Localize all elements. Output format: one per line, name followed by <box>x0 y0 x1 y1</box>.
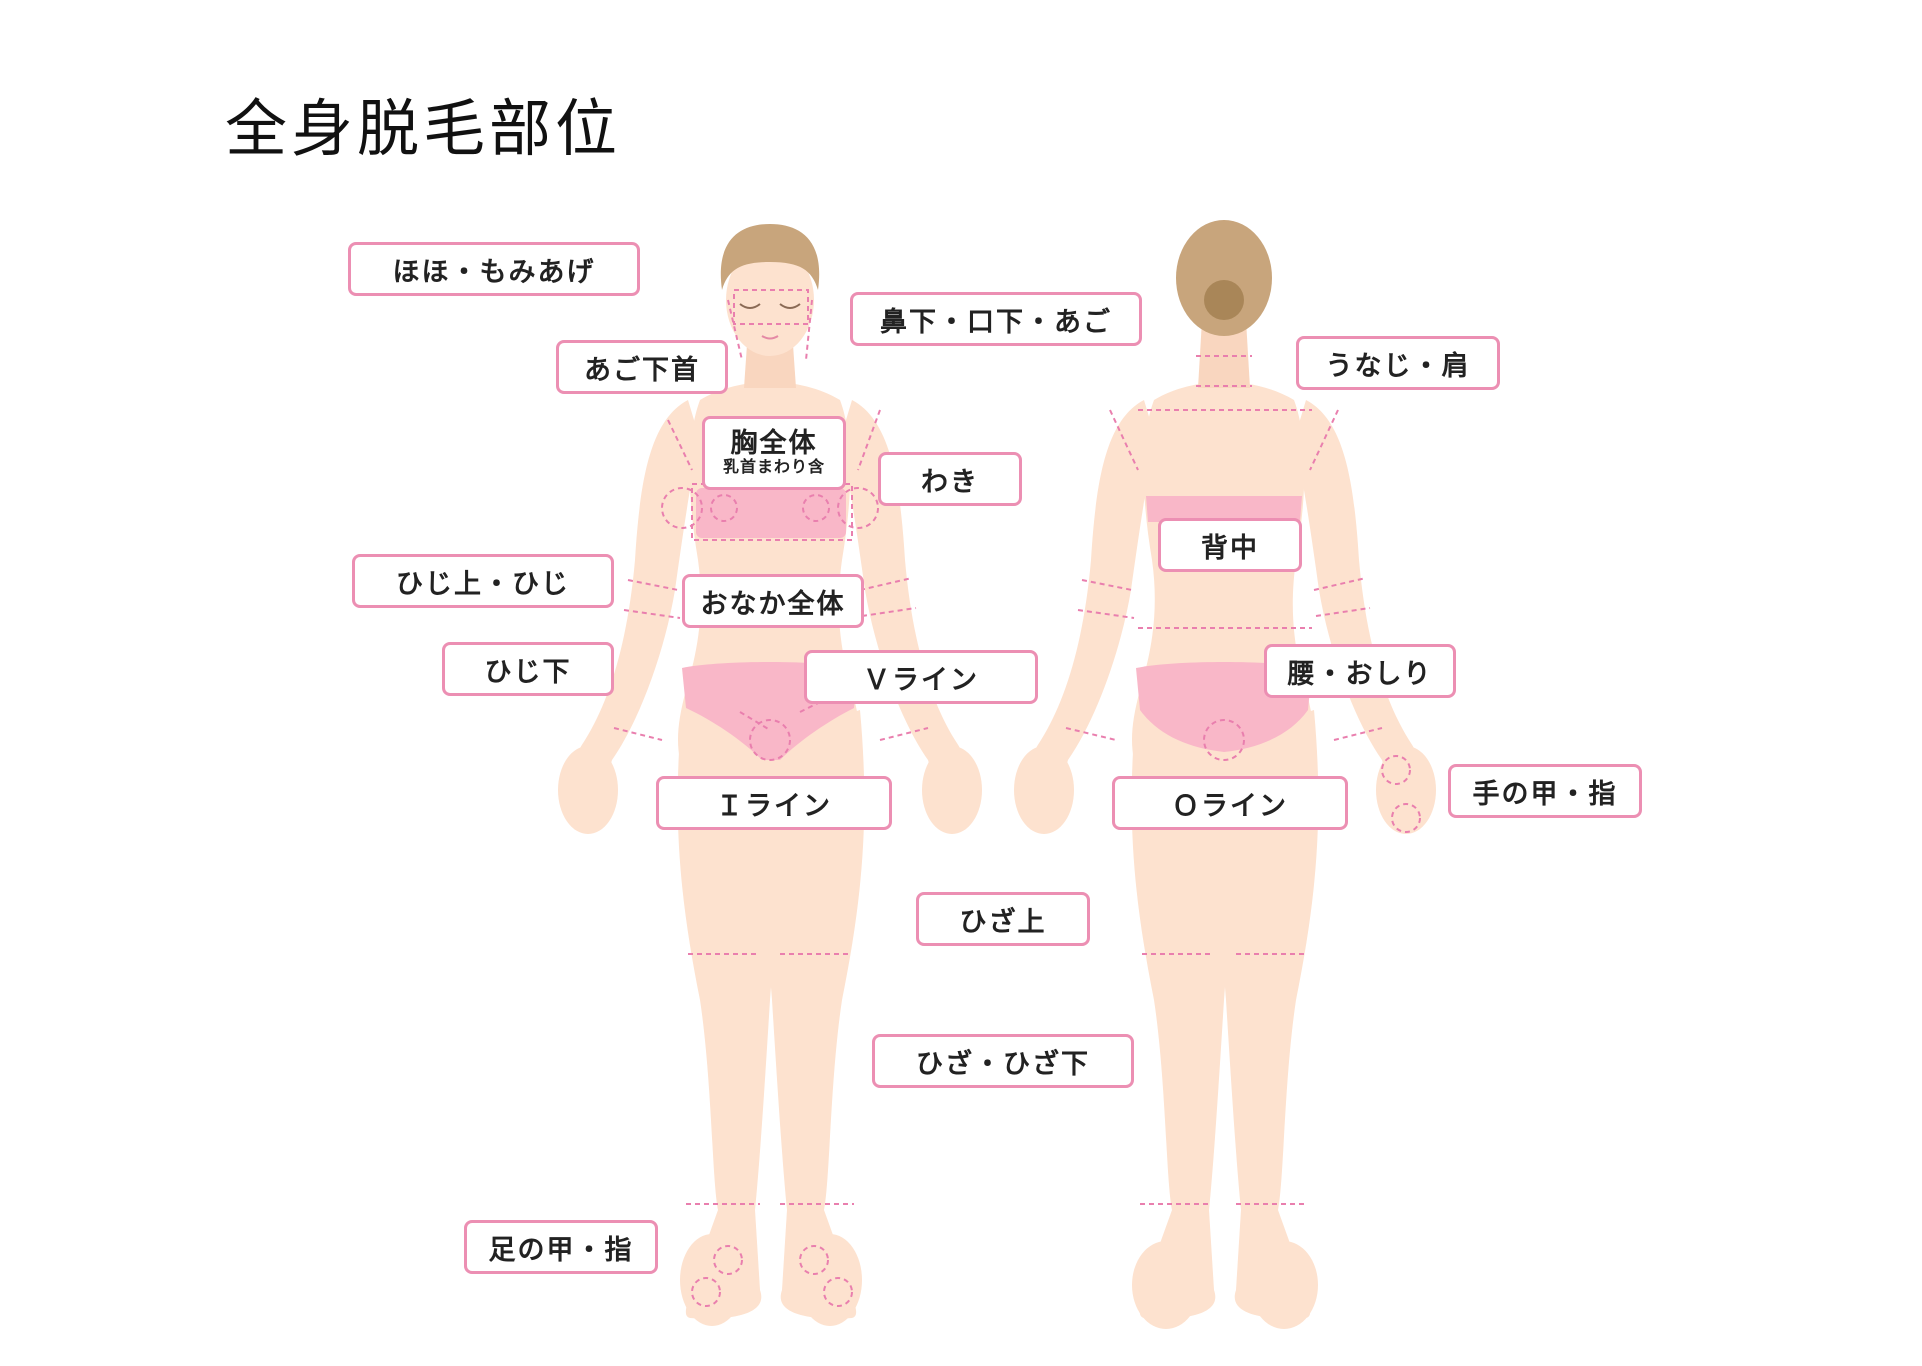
guide-hand-1 <box>1381 755 1411 785</box>
back-right-arm <box>1294 400 1428 830</box>
front-right-arm <box>840 400 974 830</box>
back-right-hand <box>1376 746 1436 834</box>
page-title: 全身脱毛部位 <box>225 92 622 165</box>
back-neck <box>1198 320 1250 388</box>
label-armpit: わき <box>878 452 1022 506</box>
label-i-line: Ｉライン <box>656 776 892 830</box>
front-face <box>726 244 814 356</box>
label-belly: おなか全体 <box>682 574 864 628</box>
back-right-leg <box>1218 710 1319 1319</box>
label-knee-below: ひざ・ひざ下 <box>872 1034 1134 1088</box>
back-left-hand <box>1014 746 1074 834</box>
front-left-eye <box>739 303 761 309</box>
back-bra-strap <box>1146 496 1302 522</box>
front-right-eye <box>779 303 801 309</box>
front-mouth <box>761 335 779 340</box>
label-nape-shoulder: うなじ・肩 <box>1296 336 1500 390</box>
label-upper-elbow: ひじ上・ひじ <box>352 554 614 608</box>
guide-nipple-left <box>710 494 738 522</box>
front-left-hand <box>558 746 618 834</box>
back-head <box>1176 220 1272 336</box>
label-foot-toe: 足の甲・指 <box>464 1220 658 1274</box>
front-left-leg <box>677 710 778 1319</box>
guide-face-box <box>733 289 809 325</box>
label-hand-finger: 手の甲・指 <box>1448 764 1642 818</box>
guide-o-line <box>1203 719 1245 761</box>
label-chest-sub: 乳首まわり含 <box>722 456 825 476</box>
back-left-leg <box>1131 710 1232 1319</box>
guide-i-line <box>749 719 791 761</box>
guide-armpit-right <box>837 487 879 529</box>
label-chest: 胸全体 乳首まわり含 <box>702 416 846 490</box>
label-under-chin-neck: あご下首 <box>556 340 728 394</box>
front-right-leg <box>764 710 865 1319</box>
label-lower-elbow: ひじ下 <box>442 642 614 696</box>
back-left-arm <box>1022 400 1156 830</box>
back-left-foot <box>1132 1241 1200 1329</box>
back-right-foot <box>1250 1241 1318 1329</box>
front-right-hand <box>922 746 982 834</box>
label-waist-hip: 腰・おしり <box>1264 644 1456 698</box>
label-chest-main: 胸全体 <box>730 428 818 460</box>
label-back: 背中 <box>1158 518 1302 572</box>
front-left-arm <box>566 400 700 830</box>
guide-nipple-right <box>802 494 830 522</box>
label-nose-mouth-chin: 鼻下・口下・あご <box>850 292 1142 346</box>
back-hair-bun <box>1204 280 1244 320</box>
label-cheek: ほほ・もみあげ <box>348 242 640 296</box>
label-above-knee: ひざ上 <box>916 892 1090 946</box>
label-o-line: Ｏライン <box>1112 776 1348 830</box>
front-hair <box>720 224 820 290</box>
guide-hand-2 <box>1391 803 1421 833</box>
front-figure <box>558 224 982 1326</box>
guide-armpit-left <box>661 487 703 529</box>
label-v-line: Ｖライン <box>804 650 1038 704</box>
guide-marks <box>613 289 1421 1307</box>
